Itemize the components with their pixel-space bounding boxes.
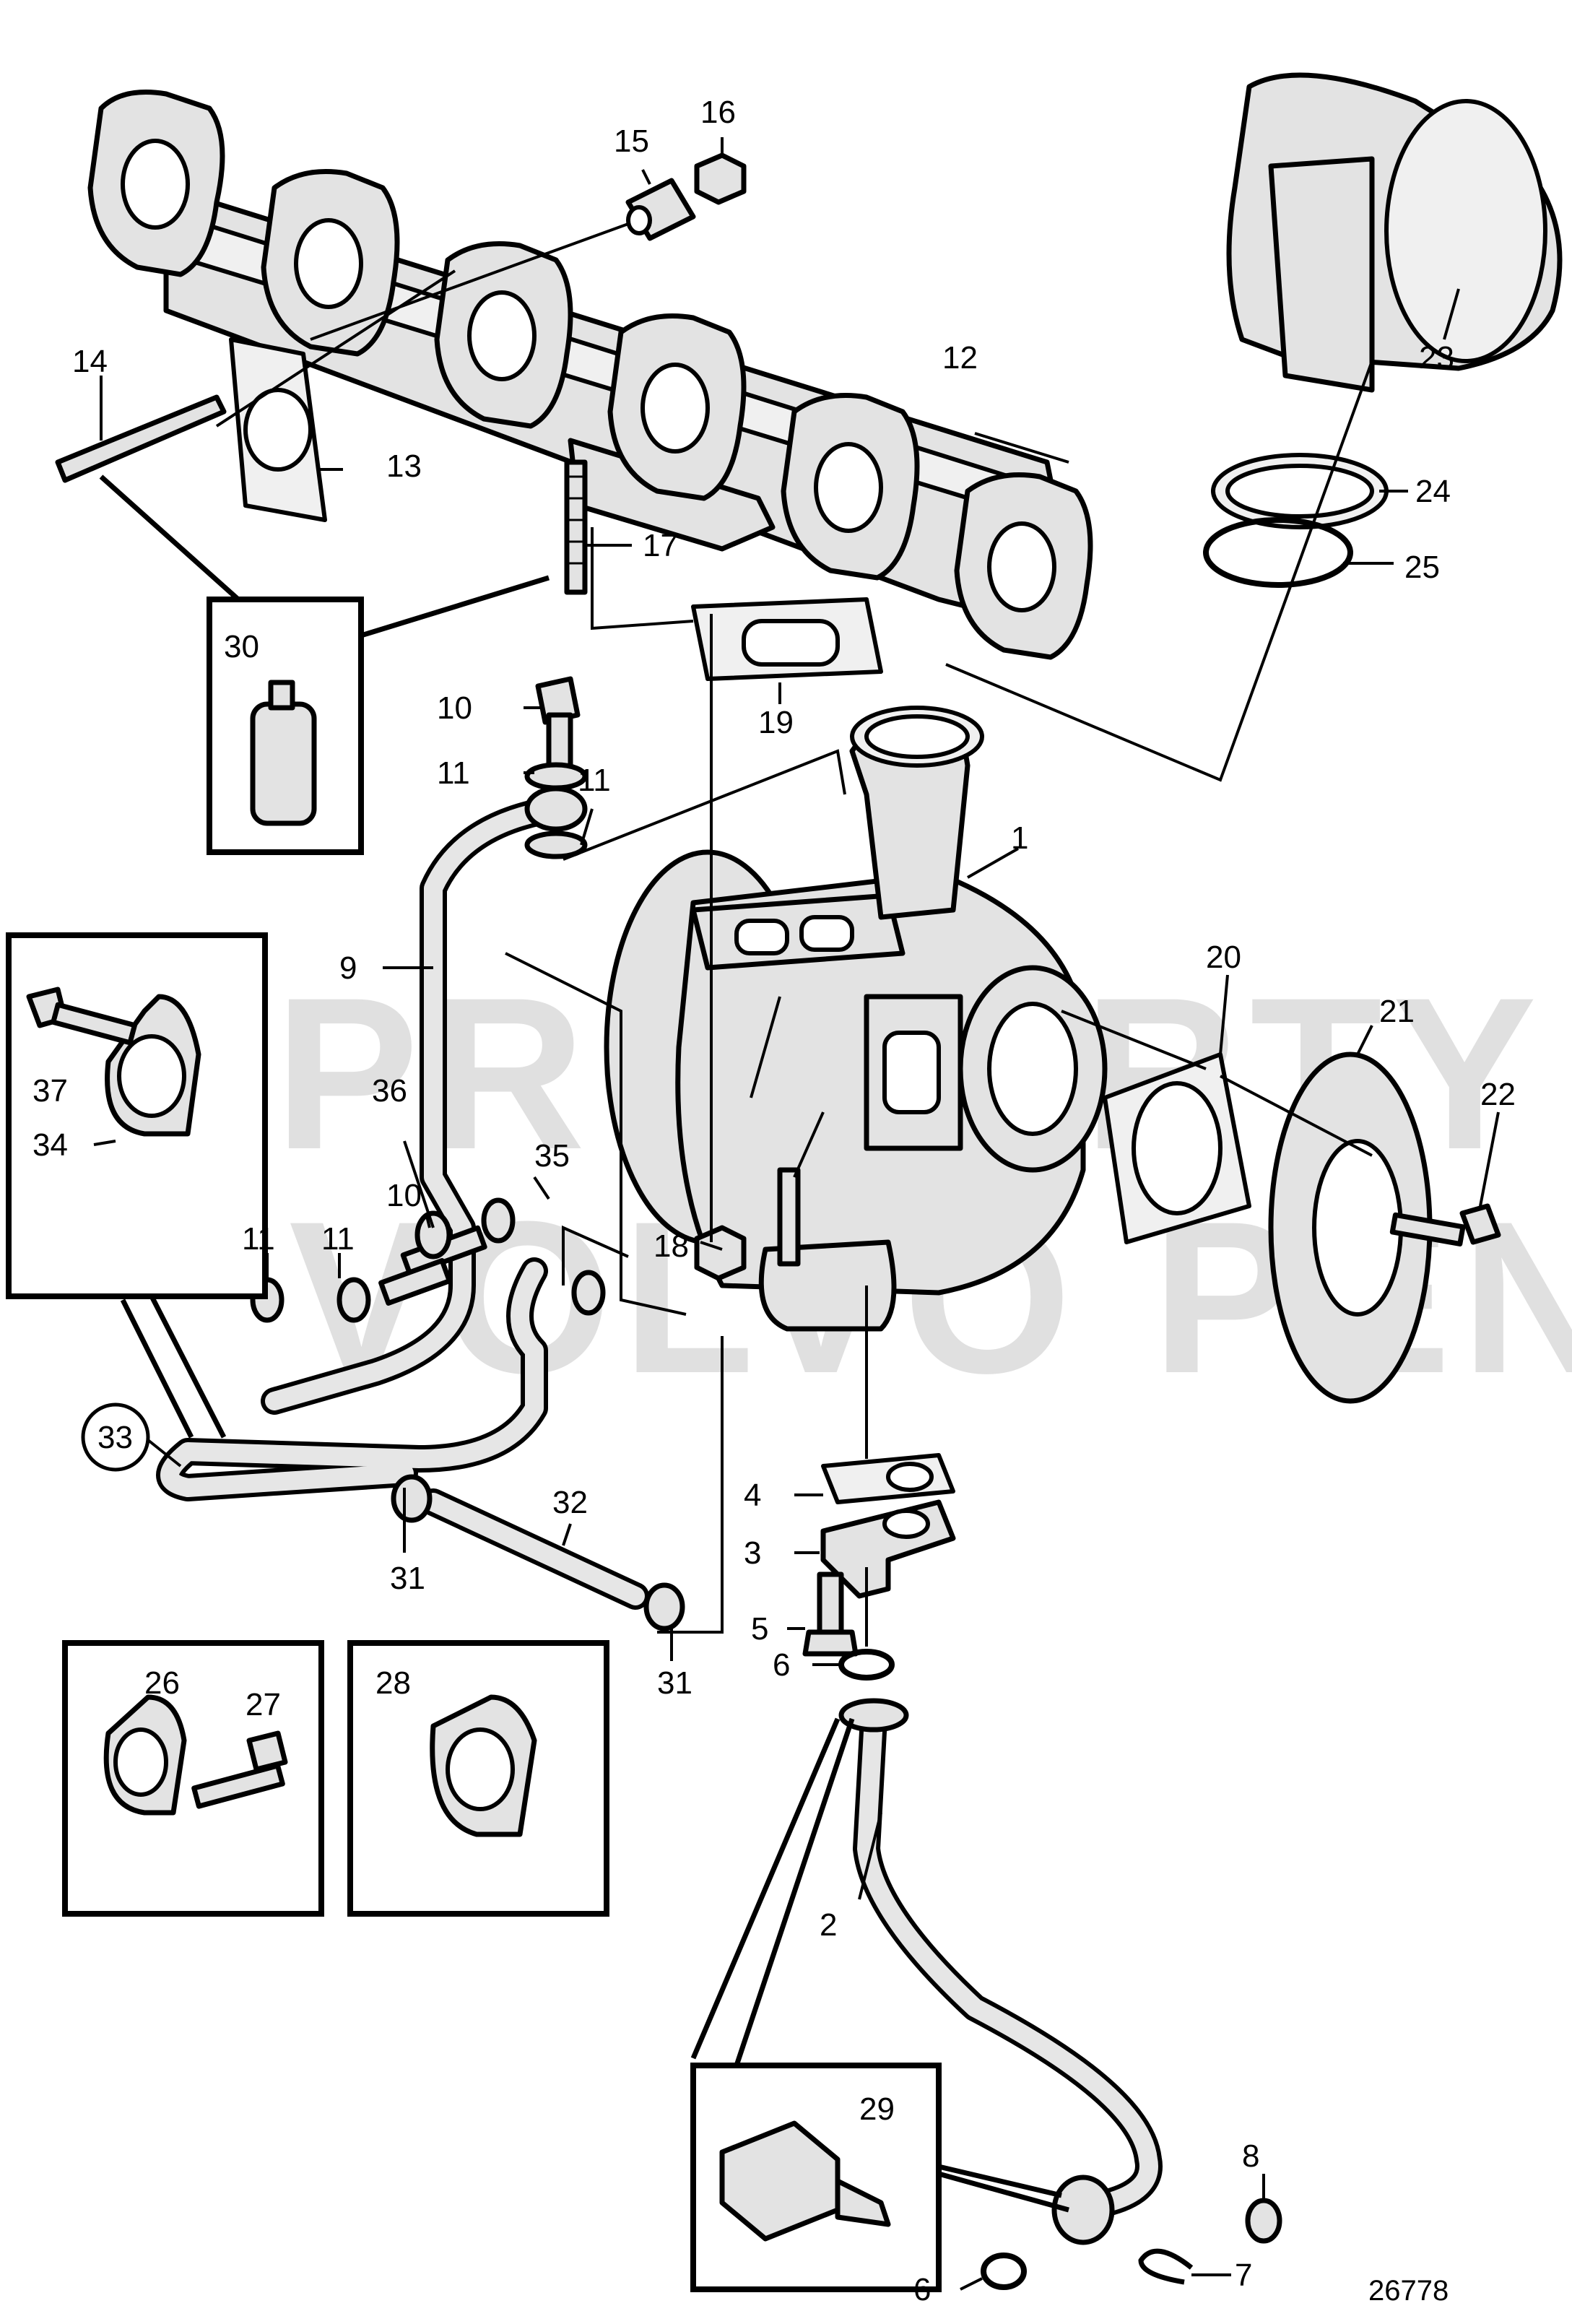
sealant-box-29 (690, 2063, 942, 2292)
callout-3: 3 (744, 1535, 761, 1571)
stud-bolt (55, 394, 227, 483)
callout-28: 28 (375, 1665, 411, 1701)
callout-32: 32 (552, 1485, 588, 1520)
exhaust-outlet-elbow (1226, 72, 1563, 393)
callout-labels: 1 2 3 4 5 6 6 7 8 9 10 10 11 11 11 11 12… (32, 95, 1516, 2307)
callout-33-circle (81, 1402, 150, 1472)
callout-15: 15 (614, 123, 649, 159)
callout-10-lower: 10 (386, 1178, 422, 1213)
callout-2: 2 (820, 1907, 837, 1943)
callout-29: 29 (859, 2091, 895, 2127)
washer-center-2 (571, 1270, 606, 1316)
washer-top-2 (524, 831, 588, 859)
callout-11-top-left: 11 (437, 755, 470, 791)
fitting-left (378, 1258, 452, 1306)
manifold-gasket (229, 337, 327, 522)
callout-31-left: 31 (390, 1561, 425, 1596)
callout-11-top-right: 11 (578, 763, 611, 798)
callout-20: 20 (1206, 940, 1241, 975)
callout-27: 27 (246, 1687, 281, 1722)
hose-clamp (1211, 453, 1389, 529)
sealant-box (207, 597, 364, 855)
clamp-detail-box-34-37 (6, 932, 268, 1299)
leader-lines (93, 137, 1500, 2291)
outlet-flange (1268, 1052, 1433, 1404)
spring-clip (1138, 2248, 1194, 2285)
outlet-gasket (1103, 1052, 1251, 1244)
clamp-detail-box-28 (347, 1640, 609, 1917)
callout-13: 13 (386, 448, 422, 484)
callout-11-lower-right: 11 (321, 1221, 355, 1257)
callout-12: 12 (942, 340, 978, 376)
callout-14: 14 (72, 344, 108, 379)
callout-10-top: 10 (437, 690, 472, 726)
spacer-sleeve (625, 178, 696, 241)
callout-36: 36 (372, 1073, 407, 1109)
turbo-nut (694, 1225, 747, 1281)
turbo-stud (564, 459, 588, 595)
callout-22: 22 (1480, 1077, 1516, 1112)
o-ring-large (1203, 517, 1353, 588)
callout-19: 19 (758, 705, 794, 740)
callout-24: 24 (1415, 474, 1451, 509)
washer-center-1 (481, 1197, 516, 1244)
exhaust-manifold (87, 90, 1093, 660)
callout-9: 9 (339, 950, 357, 986)
callout-7: 7 (1235, 2258, 1252, 2293)
callout-1: 1 (1011, 820, 1028, 856)
callout-33: 33 (97, 1420, 133, 1455)
oil-drain-pipe (838, 1698, 1163, 2245)
plug-cap (1245, 2198, 1282, 2244)
callout-35: 35 (534, 1138, 570, 1174)
washer-left-2 (336, 1277, 371, 1323)
banjo-bolt-lower (400, 1210, 487, 1277)
callout-4: 4 (744, 1478, 761, 1513)
callout-11-lower-left: 11 (242, 1221, 275, 1257)
callout-8: 8 (1242, 2138, 1259, 2174)
o-ring-lower (981, 2253, 1027, 2290)
callout-18: 18 (653, 1228, 689, 1264)
callout-16: 16 (700, 95, 736, 130)
callout-6-lower: 6 (913, 2272, 931, 2307)
hose-clip-left (391, 1474, 433, 1523)
callout-5: 5 (751, 1611, 768, 1647)
washer-top-1 (524, 762, 588, 791)
manifold-nut (694, 152, 747, 205)
callout-21: 21 (1379, 994, 1415, 1029)
o-ring-upper (838, 1649, 895, 1681)
drain-gasket (821, 1453, 955, 1504)
manifold-flanges (87, 90, 1093, 660)
callout-23: 23 (1419, 340, 1454, 376)
turbocharger-body (604, 706, 1108, 1332)
callout-25: 25 (1404, 550, 1440, 585)
oil-drain-flange (820, 1499, 956, 1599)
clamp-detail-box-26-27 (62, 1640, 324, 1917)
callout-6-upper: 6 (773, 1647, 790, 1683)
callout-37: 37 (32, 1073, 68, 1109)
document-number: 26778 (1368, 2275, 1449, 2307)
banjo-bolt-top (535, 676, 581, 776)
callout-31-right: 31 (657, 1665, 692, 1701)
turbo-flange-gasket (691, 597, 883, 681)
oil-return-pipe (156, 1257, 548, 1501)
callout-26: 26 (144, 1665, 180, 1701)
hose-section (420, 1488, 649, 1610)
callout-34: 34 (32, 1127, 68, 1163)
callout-30: 30 (224, 629, 259, 664)
oil-feed-pipe (261, 786, 588, 1415)
callout-17: 17 (643, 528, 678, 563)
hose-clip-right (643, 1582, 685, 1631)
flange-bolt (1389, 1203, 1501, 1246)
